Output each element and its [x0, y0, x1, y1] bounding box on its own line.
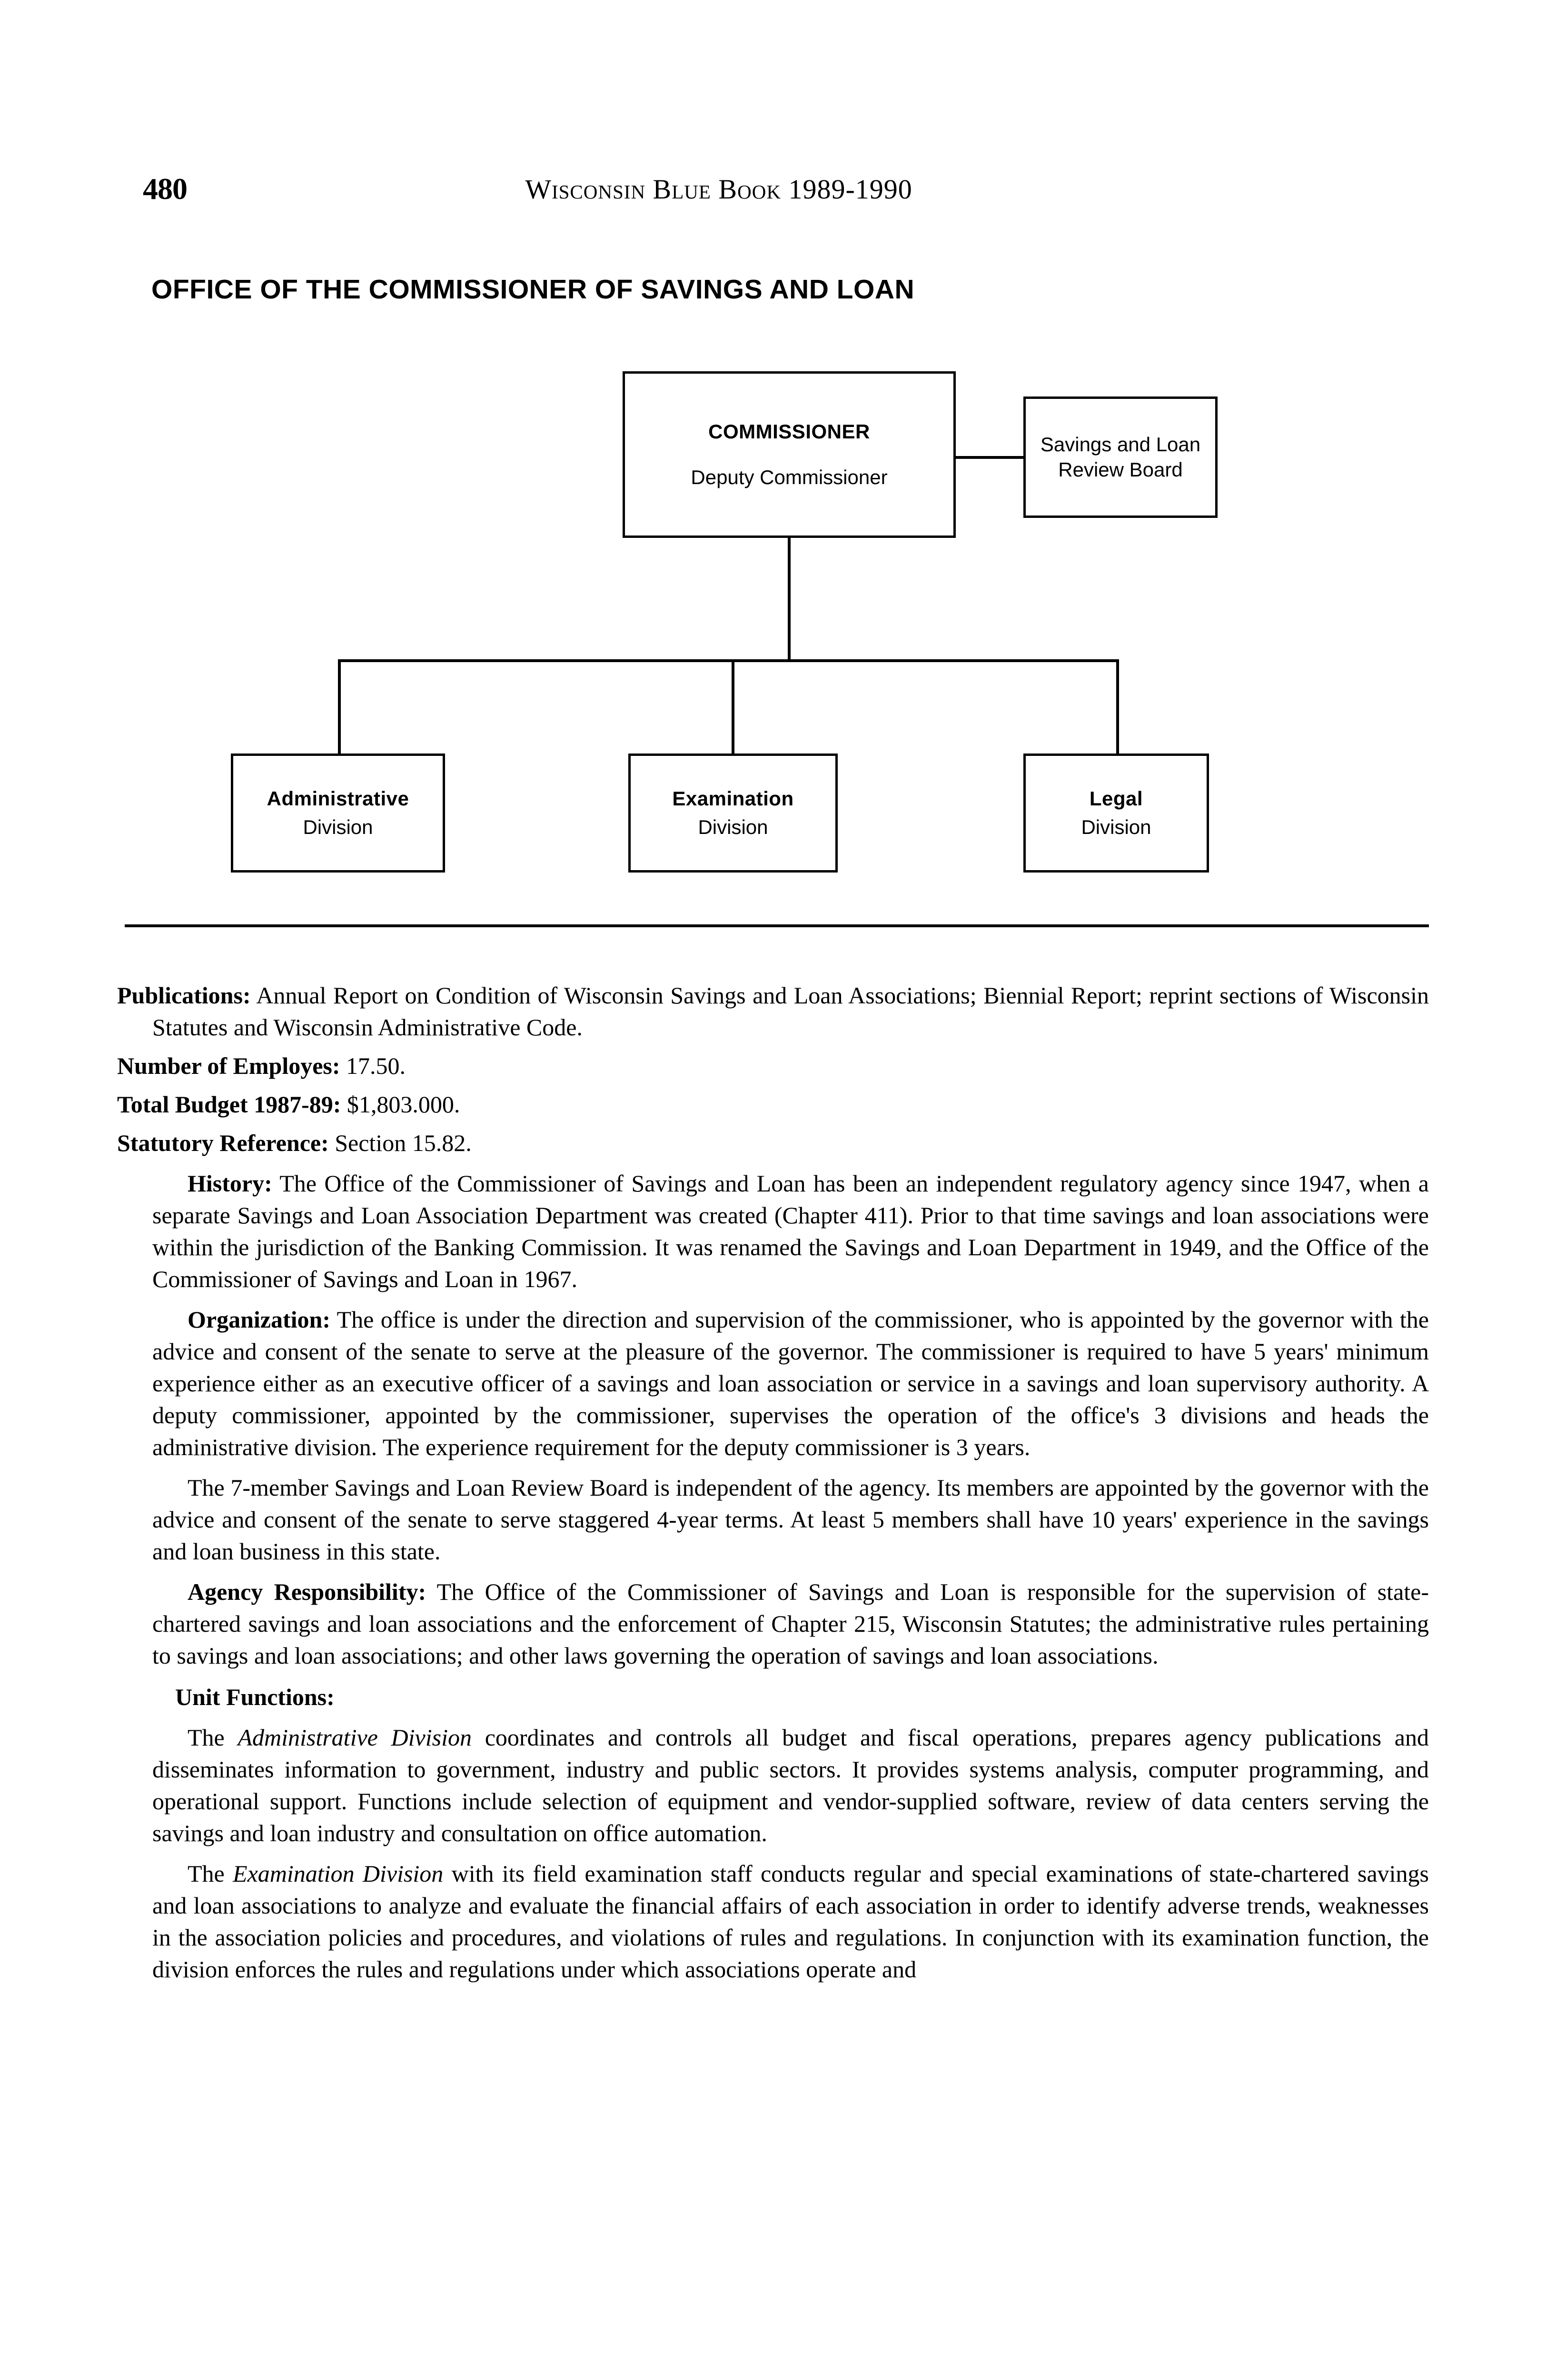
- entry-total-budget: Total Budget 1987-89: $1,803.000.: [117, 1089, 1429, 1121]
- publications-text: Annual Report on Condition of Wisconsin …: [152, 982, 1429, 1041]
- paragraph-examination-division: The Examination Division with its field …: [152, 1858, 1429, 1985]
- chart-box-commissioner: COMMISSIONER Deputy Commissioner: [623, 371, 956, 538]
- examination-division-title: Examination: [672, 787, 794, 810]
- examination-division-lead: The: [188, 1860, 233, 1887]
- body-text: Publications: Annual Report on Condition…: [117, 980, 1429, 1985]
- chart-box-legal-division: Legal Division: [1023, 754, 1209, 873]
- book-title-text: Wisconsin Blue Book: [525, 174, 781, 205]
- administrative-division-text: coordinates and controls all budget and …: [152, 1724, 1429, 1846]
- organization-text: The office is under the direction and su…: [152, 1306, 1429, 1460]
- review-board-line-1: Savings and Loan: [1040, 433, 1201, 456]
- agency-heading: OFFICE OF THE COMMISSIONER OF SAVINGS AN…: [151, 274, 915, 305]
- connector-drop-legal: [1116, 659, 1119, 754]
- entry-number-of-employes: Number of Employes: 17.50.: [117, 1050, 1429, 1082]
- employes-label: Number of Employes:: [117, 1052, 340, 1079]
- statutory-label: Statutory Reference:: [117, 1130, 329, 1156]
- examination-division-subtitle: Division: [698, 816, 768, 838]
- examination-division-text: with its field examination staff conduct…: [152, 1860, 1429, 1983]
- legal-division-title: Legal: [1089, 787, 1143, 810]
- connector-division-bus: [338, 659, 1119, 662]
- employes-text: 17.50.: [340, 1052, 406, 1079]
- administrative-division-lead: The: [188, 1724, 238, 1751]
- administrative-division-subtitle: Division: [303, 816, 373, 838]
- administrative-division-title: Administrative: [267, 787, 409, 810]
- organization-label: Organization:: [188, 1306, 330, 1333]
- history-text: The Office of the Commissioner of Saving…: [152, 1170, 1429, 1292]
- running-head: 480 Wisconsin Blue Book 1989-1990: [143, 171, 1428, 214]
- section-organization: Organization: The office is under the di…: [152, 1304, 1429, 1463]
- connector-commissioner-trunk: [788, 537, 791, 662]
- unit-functions-label: Unit Functions:: [175, 1684, 335, 1710]
- book-title: Wisconsin Blue Book 1989-1990: [143, 173, 1295, 205]
- entry-statutory-reference: Statutory Reference: Section 15.82.: [117, 1127, 1429, 1159]
- section-history: History: The Office of the Commissioner …: [152, 1168, 1429, 1295]
- budget-text: $1,803.000.: [341, 1091, 460, 1118]
- publications-label: Publications:: [117, 982, 251, 1009]
- administrative-division-name: Administrative Division: [238, 1724, 472, 1751]
- paragraph-administrative-division: The Administrative Division coordinates …: [152, 1722, 1429, 1849]
- section-unit-functions-heading: Unit Functions:: [152, 1681, 1429, 1713]
- connector-commissioner-to-review-board: [954, 456, 1025, 459]
- paragraph-review-board: The 7-member Savings and Loan Review Boa…: [152, 1474, 1429, 1565]
- chart-box-review-board: Savings and Loan Review Board: [1023, 397, 1218, 518]
- entry-publications: Publications: Annual Report on Condition…: [117, 980, 1429, 1043]
- review-board-line-2: Review Board: [1058, 458, 1183, 481]
- organization-chart: COMMISSIONER Deputy Commissioner Savings…: [0, 0, 1546, 947]
- section-divider-rule: [125, 924, 1429, 927]
- page-number: 480: [143, 172, 188, 206]
- examination-division-name: Examination Division: [233, 1860, 444, 1887]
- connector-drop-examination: [732, 659, 734, 754]
- section-agency-responsibility: Agency Responsibility: The Office of the…: [152, 1576, 1429, 1672]
- chart-box-administrative-division: Administrative Division: [231, 754, 445, 873]
- commissioner-subtitle: Deputy Commissioner: [691, 466, 888, 488]
- connector-drop-administrative: [338, 659, 341, 754]
- book-title-years: 1989-1990: [788, 174, 912, 205]
- commissioner-title: COMMISSIONER: [708, 420, 870, 443]
- statutory-text: Section 15.82.: [328, 1130, 472, 1156]
- history-label: History:: [188, 1170, 272, 1197]
- legal-division-subtitle: Division: [1081, 816, 1151, 838]
- agency-responsibility-text: The Office of the Commissioner of Saving…: [152, 1578, 1429, 1669]
- budget-label: Total Budget 1987-89:: [117, 1091, 341, 1118]
- chart-box-examination-division: Examination Division: [628, 754, 838, 873]
- agency-responsibility-label: Agency Responsibility:: [188, 1578, 426, 1605]
